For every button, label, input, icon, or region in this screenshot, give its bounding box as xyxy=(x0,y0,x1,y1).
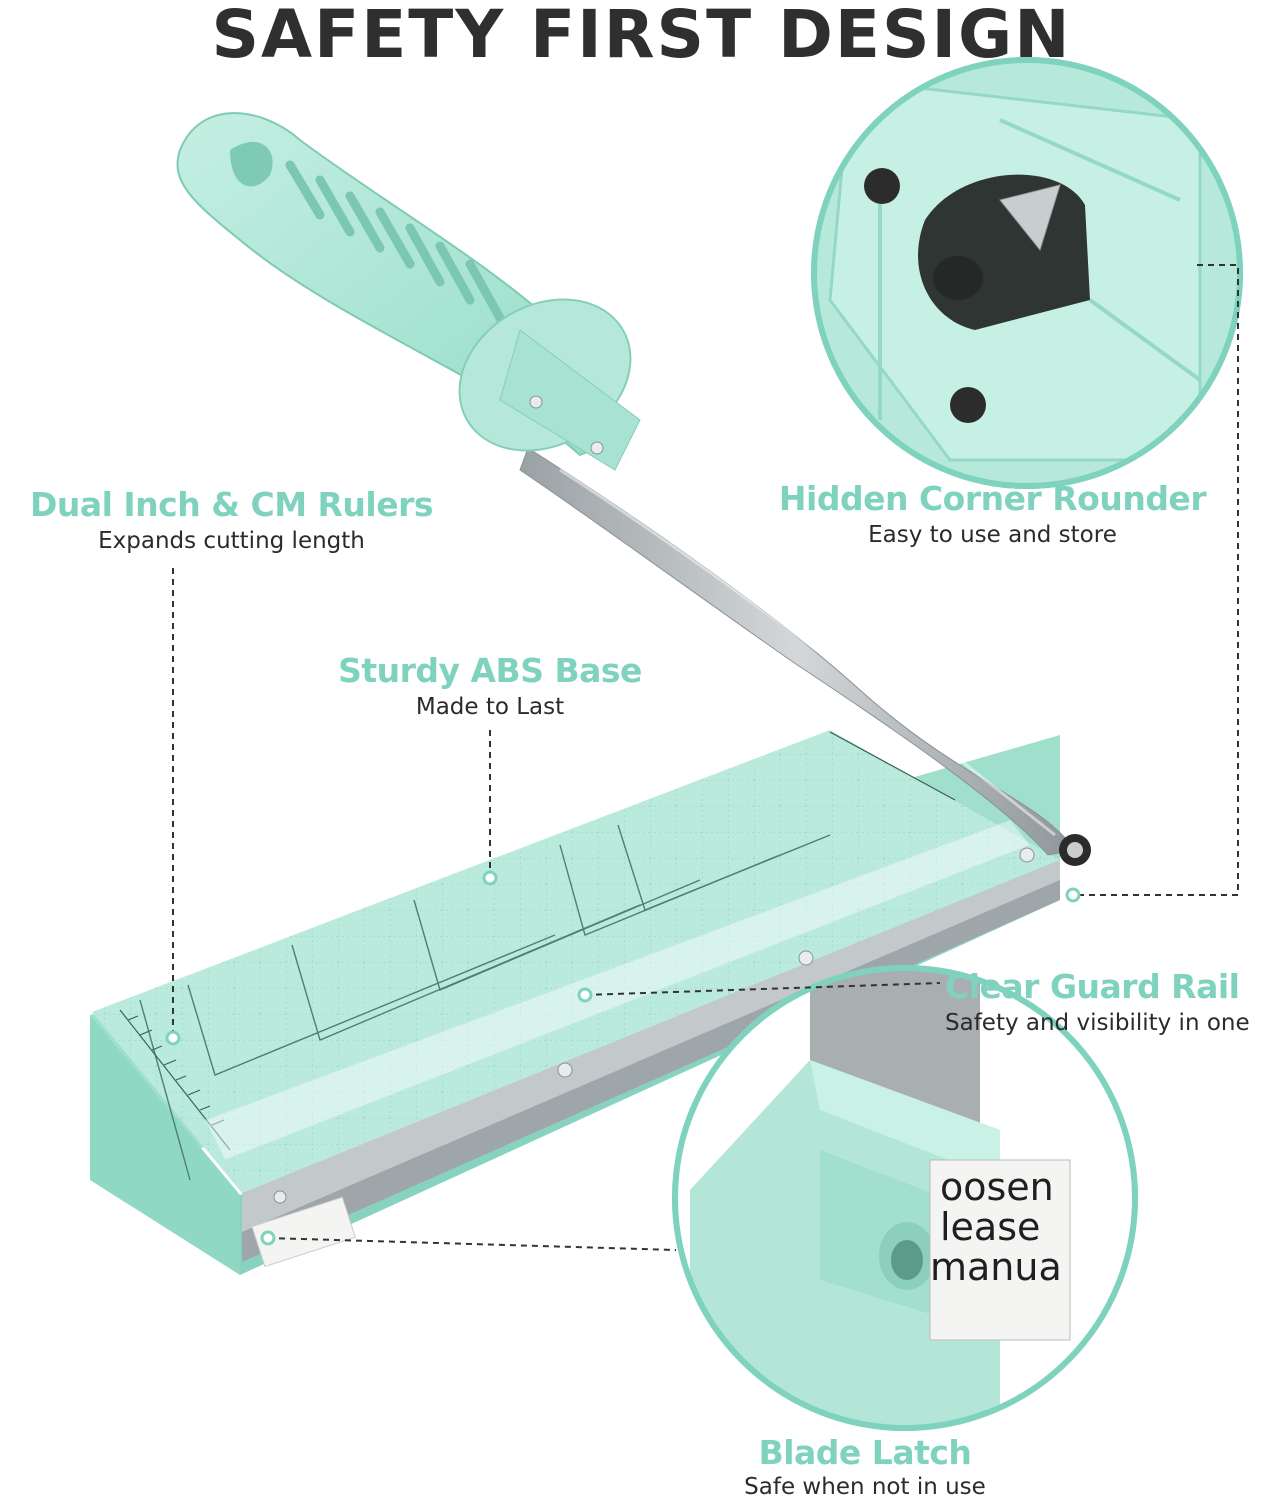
callout-dot-rulers xyxy=(165,1030,181,1046)
zoom-sticker-line-2: lease xyxy=(940,1205,1040,1249)
blade-latch-zoom: oosen lease manua xyxy=(672,965,1138,1431)
clear-guard-rail xyxy=(204,819,1031,1161)
zoom-sticker-line-1: oosen xyxy=(940,1165,1054,1209)
headline: SAFETY FIRST DESIGN xyxy=(211,0,1072,73)
handle xyxy=(176,112,641,471)
callout-dot-blade-latch xyxy=(260,1230,276,1246)
leader-blade-latch xyxy=(267,1237,677,1251)
feature-title-rulers: Dual Inch & CM Rulers xyxy=(29,485,434,524)
leader-guard-rail xyxy=(584,982,941,996)
feature-subtitle-corner-rounder: Easy to use and store xyxy=(868,522,1117,548)
feature-subtitle-guard-rail: Safety and visibility in one xyxy=(945,1010,1250,1036)
feature-subtitle-rulers: Expands cutting length xyxy=(98,528,365,554)
zoom-sticker-line-3: manua xyxy=(930,1245,1062,1289)
feature-title-base: Sturdy ABS Base xyxy=(338,651,642,690)
callout-dot-base xyxy=(482,870,498,886)
callout-dot-guard-rail xyxy=(577,987,593,1003)
feature-subtitle-base: Made to Last xyxy=(415,694,565,720)
feature-subtitle-blade-latch: Safe when not in use xyxy=(744,1474,986,1500)
leader-corner-rounder xyxy=(1075,264,1239,896)
callout-dot-corner-rounder xyxy=(1065,887,1081,903)
corner-rounder-zoom xyxy=(811,57,1243,489)
feature-title-corner-rounder: Hidden Corner Rounder xyxy=(778,479,1207,518)
feature-title-blade-latch: Blade Latch xyxy=(758,1433,972,1472)
feature-title-guard-rail: Clear Guard Rail xyxy=(945,967,1240,1006)
